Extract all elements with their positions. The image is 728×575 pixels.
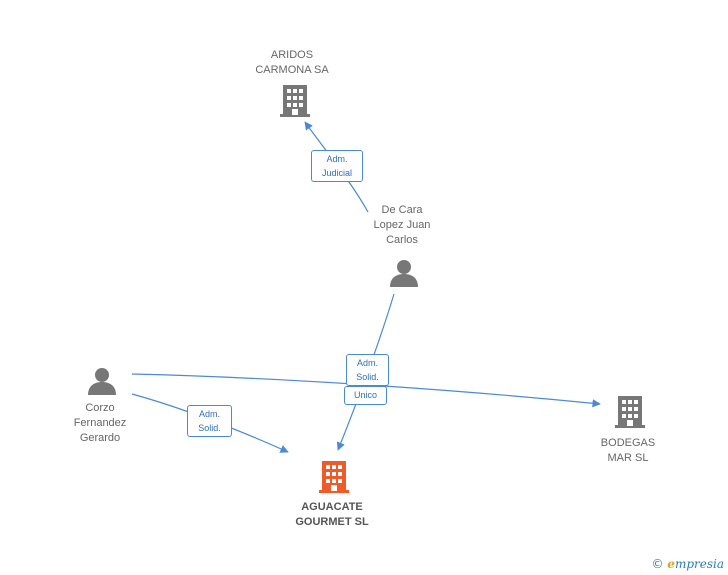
- node-label-bodegas[interactable]: BODEGAS MAR SL: [600, 437, 656, 464]
- person-icon[interactable]: [390, 260, 418, 287]
- copyright-symbol: ©: [651, 557, 664, 571]
- building-icon[interactable]: [615, 396, 645, 428]
- edge-label-adm-solid-decara[interactable]: Adm. Solid.: [346, 354, 389, 386]
- node-label-decara[interactable]: De Cara Lopez Juan Carlos: [373, 204, 431, 246]
- brand-logo-e: e: [667, 557, 675, 571]
- node-label-aridos[interactable]: ARIDOS CARMONA SA: [255, 49, 329, 76]
- building-icon[interactable]: [280, 85, 310, 117]
- building-main-icon[interactable]: [319, 461, 349, 493]
- brand-footer: © empresia: [651, 557, 724, 571]
- edge-label-adm-solid-corzo[interactable]: Adm. Solid.: [187, 405, 232, 437]
- edge-label-adm-judicial[interactable]: Adm. Judicial: [311, 150, 363, 182]
- node-label-aguacate[interactable]: AGUACATE GOURMET SL: [295, 501, 369, 528]
- edge-label-unico[interactable]: Unico: [344, 386, 387, 405]
- brand-logo-text: mpresia: [674, 557, 724, 571]
- node-label-corzo[interactable]: Corzo Fernandez Gerardo: [73, 402, 127, 444]
- person-icon[interactable]: [88, 368, 116, 395]
